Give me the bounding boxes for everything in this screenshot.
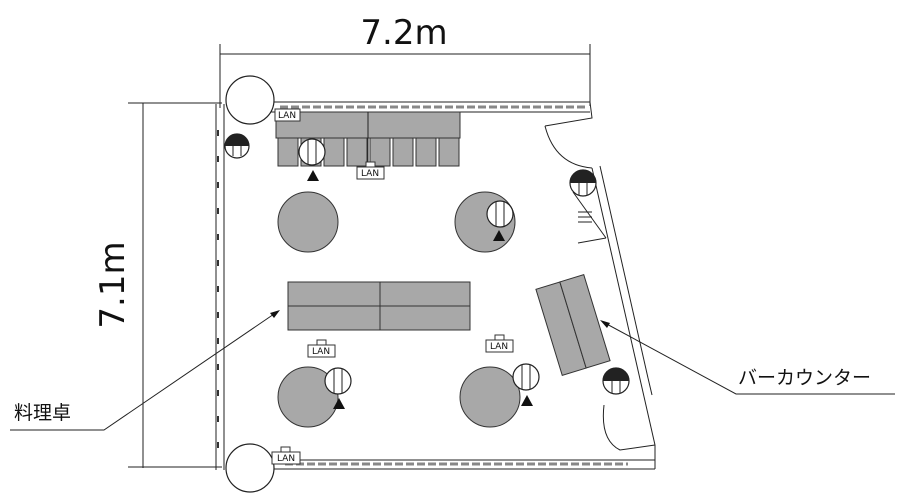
svg-text:LAN: LAN — [278, 111, 296, 121]
width-dimension: 7.2m — [219, 13, 591, 108]
lan-outlet-2: LAN — [356, 161, 385, 180]
side-stand — [572, 191, 607, 244]
bar-counter-label: バーカウンター — [738, 367, 871, 389]
round-table-3 — [277, 366, 339, 428]
triangle-markers — [307, 170, 533, 409]
width-label: 7.2m — [360, 13, 447, 53]
bar-counter-leader: バーカウンター — [600, 320, 895, 395]
kitchen-table-leader: 料理卓 — [10, 310, 280, 431]
round-table-4 — [459, 366, 521, 428]
chair-markers — [224, 133, 630, 395]
svg-text:LAN: LAN — [490, 342, 508, 352]
height-label: 7.1m — [93, 241, 133, 328]
kitchen-table-label: 料理卓 — [14, 402, 71, 424]
column-top-left — [225, 75, 275, 125]
lan-outlet-1: LAN — [274, 108, 301, 122]
round-table-1 — [277, 191, 339, 253]
svg-text:LAN: LAN — [277, 454, 295, 464]
height-dimension: 7.1m — [93, 102, 222, 468]
lan-outlet-4: LAN — [485, 334, 514, 353]
lan-outlet-3: LAN — [307, 339, 336, 358]
svg-text:LAN: LAN — [361, 169, 379, 179]
column-bottom-left — [225, 443, 275, 493]
kitchen-table — [287, 281, 471, 331]
svg-text:LAN: LAN — [312, 347, 330, 357]
bar-counter — [535, 274, 611, 376]
lan-outlet-5: LAN — [271, 446, 301, 465]
